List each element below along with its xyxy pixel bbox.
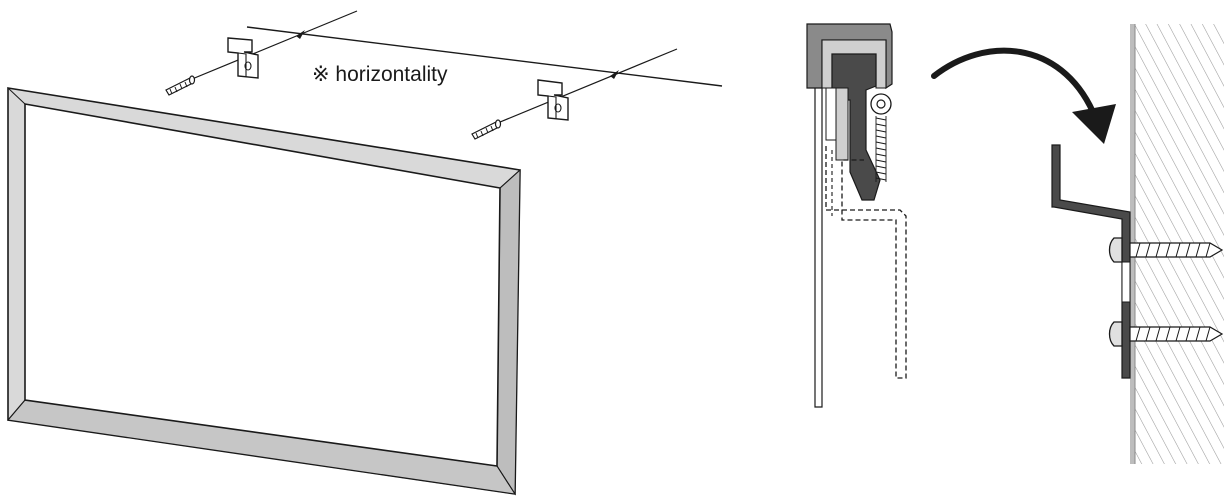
wall-bracket-icon <box>537 79 569 121</box>
spring-icon <box>870 93 892 182</box>
screw-guide-line-right <box>487 48 678 128</box>
curved-arrow-icon <box>931 47 1116 144</box>
wall-bracket-side-icon <box>1051 144 1131 379</box>
frame-installation-view: ※ horizontality <box>7 10 723 496</box>
wall-bracket-icon <box>227 37 259 79</box>
screw-guide-line-left <box>179 10 358 85</box>
screw-icon <box>165 75 196 96</box>
hanger-cross-section <box>806 23 907 408</box>
guide-arrow-icon <box>296 30 305 39</box>
screw-icon <box>1108 237 1224 263</box>
screw-icon <box>471 119 502 140</box>
horizontality-line <box>246 26 723 87</box>
screw-icon <box>1108 321 1224 347</box>
guide-arrow-icon <box>610 70 619 79</box>
horizontality-label: ※ horizontality <box>312 63 448 86</box>
picture-frame <box>7 87 521 496</box>
